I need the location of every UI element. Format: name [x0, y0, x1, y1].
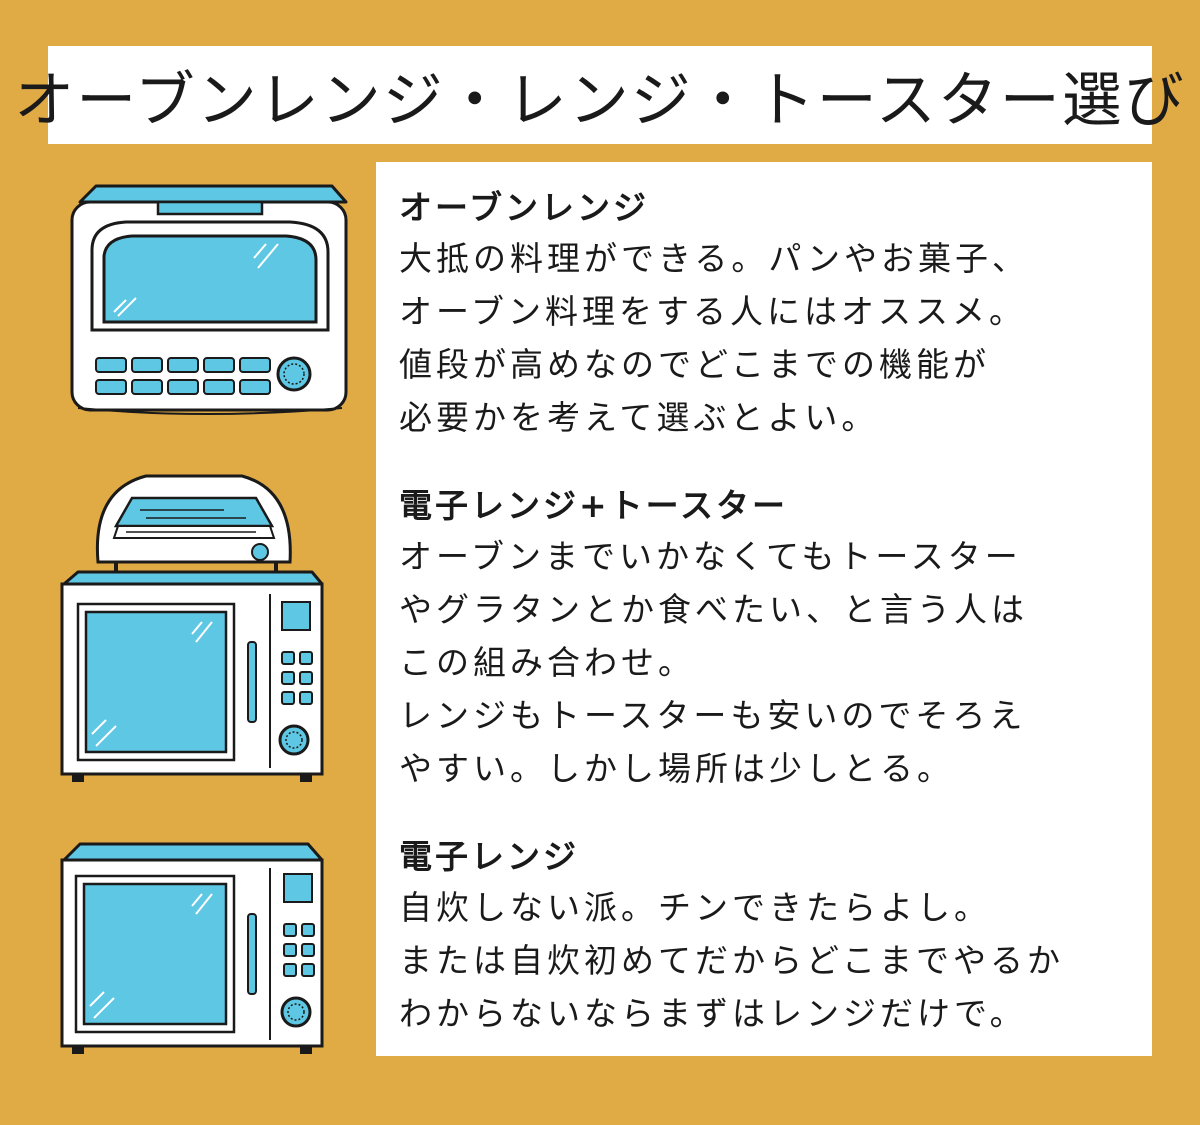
oven-range-section: オーブンレンジ 大抵の料理ができる。パンやお菓子、 オーブン料理をする人にはオス…	[399, 184, 1152, 444]
section-heading: オーブンレンジ	[399, 188, 650, 227]
section-heading: 電子レンジ	[399, 837, 579, 876]
body-line: または自炊初めてだからどこまでやるか	[399, 941, 1065, 980]
microwave-toaster-section: 電子レンジ+トースター オーブンまでいかなくてもトースター やグラタンとか食べた…	[399, 482, 1152, 795]
body-line: オーブン料理をする人にはオススメ。	[399, 292, 1027, 331]
title-banner: オーブンレンジ・レンジ・トースター選び	[14, 46, 1184, 144]
microwave-section: 電子レンジ 自炊しない派。チンできたらよし。 または自炊初めてだからどこまでやる…	[399, 833, 1152, 1040]
section-body: オーブンまでいかなくてもトースター やグラタンとか食べたい、と言う人は この組み…	[399, 530, 1152, 795]
body-line: やグラタンとか食べたい、と言う人は	[399, 590, 1028, 629]
body-line: 必要かを考えて選ぶとよい。	[399, 398, 879, 437]
microwave-illustration	[60, 842, 324, 1054]
section-body: 大抵の料理ができる。パンやお菓子、 オーブン料理をする人にはオススメ。 値段が高…	[399, 232, 1152, 444]
oven-range-illustration	[70, 184, 348, 415]
body-line: オーブンまでいかなくてもトースター	[399, 537, 1022, 576]
body-line: レンジもトースターも安いのでそろえ	[399, 696, 1027, 735]
section-heading: 電子レンジ+トースター	[399, 486, 789, 525]
body-line: わからないならまずはレンジだけで。	[399, 994, 1027, 1033]
body-line: 自炊しない派。チンできたらよし。	[399, 888, 991, 927]
page-title: オーブンレンジ・レンジ・トースター選び	[14, 65, 1186, 136]
body-line: この組み合わせ。	[399, 643, 695, 682]
body-line: やすい。しかし場所は少しとる。	[399, 749, 954, 788]
body-line: 大抵の料理ができる。パンやお菓子、	[399, 239, 1029, 278]
section-body: 自炊しない派。チンできたらよし。 または自炊初めてだからどこまでやるか わからな…	[399, 881, 1152, 1040]
body-line: 値段が高めなのでどこまでの機能が	[399, 345, 991, 384]
microwave-with-toaster-illustration	[60, 474, 324, 782]
description-panel: オーブンレンジ 大抵の料理ができる。パンやお菓子、 オーブン料理をする人にはオス…	[376, 162, 1152, 1056]
